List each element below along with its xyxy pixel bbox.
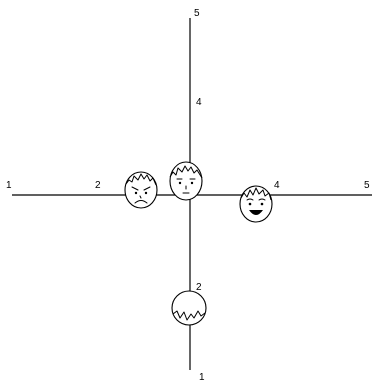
h-axis-label-2: 2: [95, 180, 101, 191]
h-axis-label-5: 5: [364, 180, 370, 191]
back-of-head-face-icon: [171, 290, 207, 326]
h-axis-label-4: 4: [274, 180, 280, 191]
neutral-face-icon: [169, 161, 203, 201]
h-axis-label-1: 1: [6, 180, 12, 191]
v-axis-label-5: 5: [194, 8, 200, 19]
v-axis-label-2: 2: [196, 282, 202, 293]
happy-face-icon: [239, 185, 273, 223]
angry-face-icon: [124, 171, 158, 209]
v-axis-label-1: 1: [199, 372, 205, 383]
v-axis-label-4: 4: [196, 97, 202, 108]
